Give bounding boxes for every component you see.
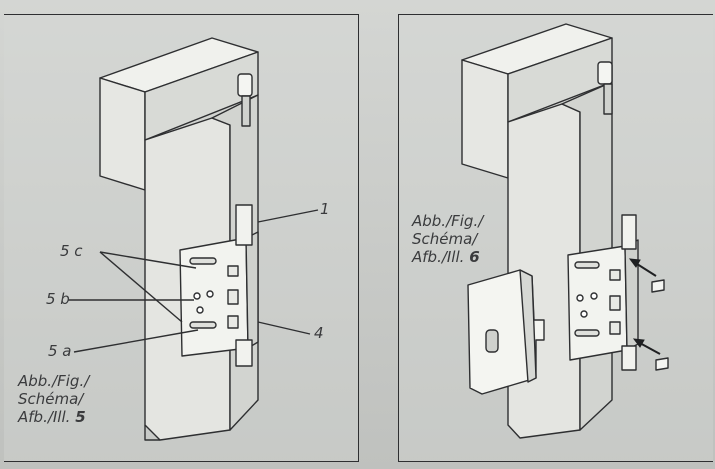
- caption6-line3: Afb./Ill. 6: [412, 248, 483, 266]
- callout-5a: 5 a: [48, 342, 72, 360]
- figure-6-caption: Abb./Fig./ Schéma/ Afb./Ill. 6: [412, 212, 483, 266]
- callout-5b: 5 b: [46, 290, 70, 308]
- caption5-line2: Schéma/: [18, 390, 84, 408]
- caption6-prefix: Afb./Ill.: [412, 248, 465, 266]
- caption5-line3: Afb./Ill. 5: [18, 408, 89, 426]
- caption6-number: 6: [469, 248, 480, 266]
- caption5-prefix: Afb./Ill.: [18, 408, 71, 426]
- caption6-line1: Abb./Fig./: [412, 212, 484, 230]
- callout-1: 1: [320, 200, 330, 218]
- caption5-number: 5: [75, 408, 86, 426]
- callout-5c: 5 c: [60, 242, 83, 260]
- frame6-front-face: [461, 59, 509, 179]
- caption5-line1: Abb./Fig./: [18, 372, 90, 390]
- figure-5-caption: Abb./Fig./ Schéma/ Afb./Ill. 5: [18, 372, 89, 426]
- caption6-line2: Schéma/: [412, 230, 478, 248]
- callout-4: 4: [314, 324, 324, 342]
